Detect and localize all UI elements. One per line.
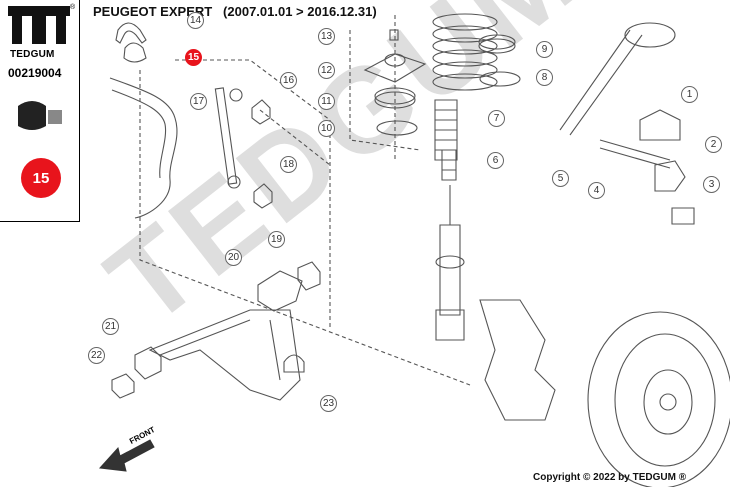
copyright-notice: Copyright © 2022 by TEDGUM ®: [533, 472, 687, 483]
callout-15[interactable]: 15: [185, 49, 202, 66]
page-title: PEUGEOT EXPERT (2007.01.01 > 2016.12.31): [93, 4, 377, 19]
vehicle-model: PEUGEOT EXPERT: [93, 4, 213, 19]
part-info-panel: ® TEDGUM 00219004 15: [0, 0, 80, 222]
watermark-text: TEDGUM: [84, 0, 605, 350]
callout-20[interactable]: 20: [225, 249, 242, 266]
bearing-11: [374, 91, 416, 109]
callout-10[interactable]: 10: [318, 120, 335, 137]
callout-2[interactable]: 2: [705, 136, 722, 153]
callout-19[interactable]: 19: [268, 231, 285, 248]
stabilizer-bush-15: [123, 42, 147, 63]
shock-absorber: [435, 185, 465, 341]
steering-knuckle: [479, 299, 556, 421]
tie-rod-cap-3: [671, 207, 695, 225]
part-number: 00219004: [8, 66, 62, 80]
callout-18[interactable]: 18: [280, 156, 297, 173]
callout-4[interactable]: 4: [588, 182, 605, 199]
coil-spring: [432, 13, 498, 91]
wheel: [587, 311, 730, 487]
tedgum-logo-icon: [8, 6, 70, 44]
callout-14[interactable]: 14: [187, 12, 204, 29]
arm-bracket-20: [257, 270, 303, 312]
tie-rod-boot-1: [639, 109, 681, 141]
callout-3[interactable]: 3: [703, 176, 720, 193]
registered-mark: ®: [70, 4, 76, 11]
callout-13[interactable]: 13: [318, 28, 335, 45]
front-arrow-icon: [98, 439, 155, 472]
callout-22[interactable]: 22: [88, 347, 105, 364]
date-range: (2007.01.01 > 2016.12.31): [223, 4, 377, 19]
lower-control-arm: [148, 309, 301, 401]
bush-thumbnail-icon: [18, 101, 62, 130]
callout-7[interactable]: 7: [488, 110, 505, 127]
link-bush-18: [253, 183, 273, 209]
arm-bush-22: [111, 373, 135, 399]
arm-bush-21: [134, 346, 162, 380]
stabilizer-clamp: [115, 22, 147, 44]
stabilizer-link: [214, 87, 238, 185]
callout-9[interactable]: 9: [536, 41, 553, 58]
callout-6[interactable]: 6: [487, 152, 504, 169]
highlight-badge: 15: [21, 158, 61, 198]
arm-bush-19: [297, 261, 321, 291]
callout-11[interactable]: 11: [318, 93, 335, 110]
link-bush-16: [251, 99, 271, 125]
callout-16[interactable]: 16: [280, 72, 297, 89]
callout-21[interactable]: 21: [102, 318, 119, 335]
callout-12[interactable]: 12: [318, 62, 335, 79]
brand-name: TEDGUM: [10, 49, 55, 60]
callout-23[interactable]: 23: [320, 395, 337, 412]
callout-5[interactable]: 5: [552, 170, 569, 187]
callout-1[interactable]: 1: [681, 86, 698, 103]
steering-column: [559, 29, 643, 136]
tie-rod-end-2: [654, 160, 686, 192]
callout-17[interactable]: 17: [190, 93, 207, 110]
seat-10: [376, 120, 418, 136]
callout-8[interactable]: 8: [536, 69, 553, 86]
strut-bearing-9: [478, 38, 516, 54]
spring-seat-8: [479, 71, 521, 87]
stabilizer-bar: [109, 77, 178, 219]
bump-stop-6: [441, 149, 457, 181]
ball-joint-23: [283, 354, 305, 373]
